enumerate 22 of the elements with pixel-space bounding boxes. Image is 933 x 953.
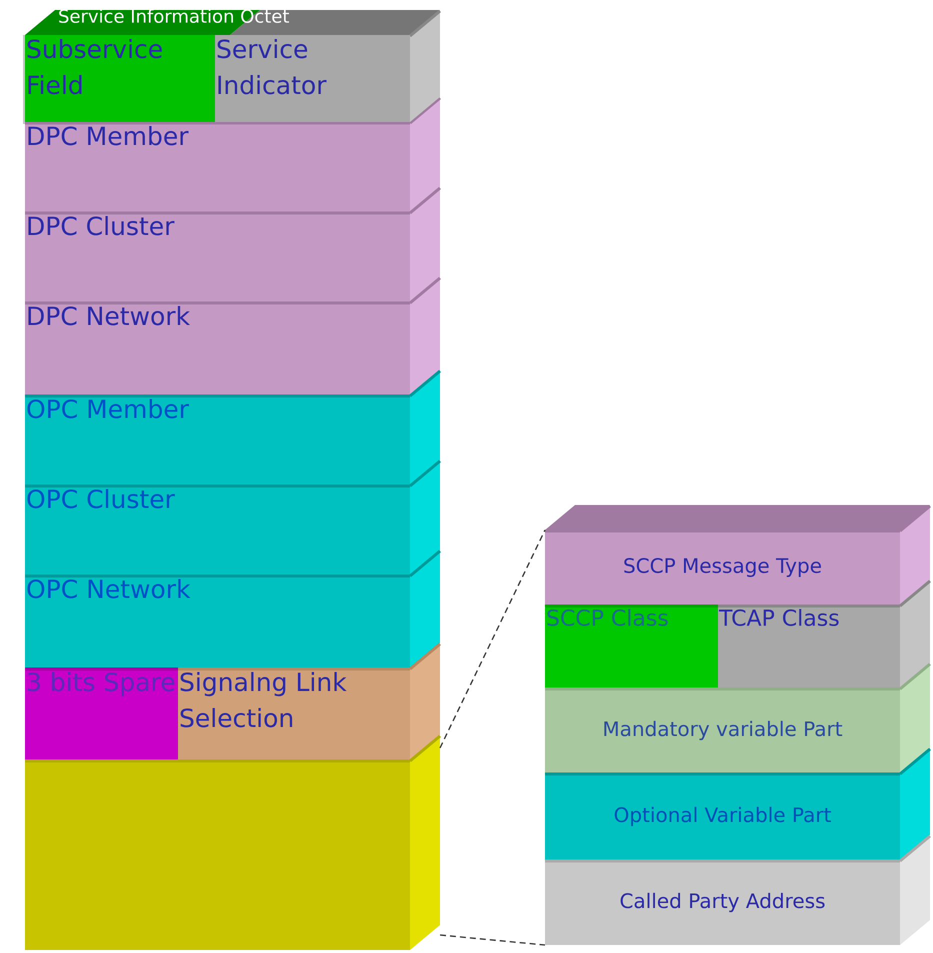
- node-label: OPC Network: [27, 579, 190, 598]
- field-slab: Mandatory variable Part: [545, 662, 931, 773]
- node-label: DPC Network: [28, 306, 190, 326]
- field-slab: Optional Variable Part: [545, 748, 931, 860]
- field-slab: DPC Cluster: [25, 186, 441, 302]
- node-label: DPC Cluster: [28, 216, 174, 236]
- field-slab: Subservice Field: [25, 35, 215, 122]
- field-slab: SCCP Class: [545, 604, 718, 688]
- zoom-line: [440, 934, 546, 946]
- field-slab: OPC Network: [25, 550, 441, 668]
- field-slab: DPC Network: [25, 276, 441, 395]
- zoom-line: [439, 530, 546, 748]
- node-label: OPC Cluster: [27, 489, 175, 508]
- field-slab: OPC Cluster: [25, 460, 441, 575]
- field-slab: DPC Member: [25, 96, 441, 212]
- field-slab: Signalng Link Selection: [178, 642, 441, 760]
- field-slab: 3 bits Spare: [25, 668, 178, 760]
- field-slab: Called Party Address: [545, 834, 931, 945]
- payload-block: [25, 734, 441, 950]
- field-slab: SCCP Message Type: [545, 504, 931, 605]
- field-slab: TCAP Class: [718, 580, 931, 688]
- field-slab: OPC Member: [25, 370, 441, 485]
